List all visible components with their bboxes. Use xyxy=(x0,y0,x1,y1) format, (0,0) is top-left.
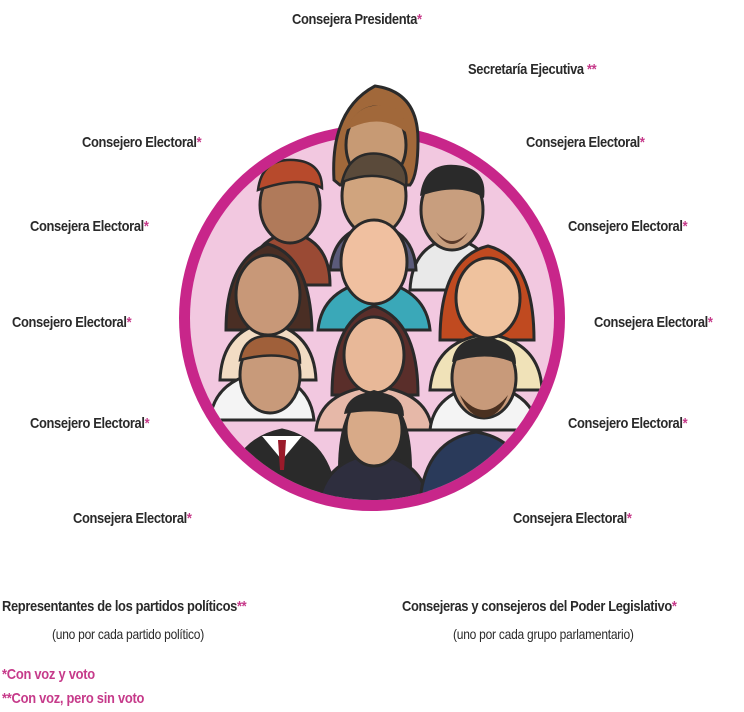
person-back-right xyxy=(408,164,498,292)
label-consejera-presidenta: Consejera Presidenta* xyxy=(292,11,422,28)
person-lower-right xyxy=(428,336,540,432)
legend-con-voz-sin-voto: **Con voz, pero sin voto xyxy=(2,690,145,707)
label-partidos-sub: (uno por cada partido político) xyxy=(52,626,204,642)
label-left-2: Consejera Electoral* xyxy=(30,218,149,235)
person-lower-left xyxy=(208,334,316,422)
label-right-2: Consejero Electoral* xyxy=(568,218,688,235)
label-poder-legislativo: Consejeras y consejeros del Poder Legisl… xyxy=(402,598,677,615)
label-right-5: Consejera Electoral* xyxy=(513,510,632,527)
label-representantes-partidos: Representantes de los partidos políticos… xyxy=(2,598,247,615)
person-front-center xyxy=(316,390,432,500)
label-left-4: Consejero Electoral* xyxy=(30,415,150,432)
label-left-5: Consejera Electoral* xyxy=(73,510,192,527)
label-right-4: Consejero Electoral* xyxy=(568,415,688,432)
label-legislativo-sub: (uno por cada grupo parlamentario) xyxy=(453,626,634,642)
label-left-1: Consejero Electoral* xyxy=(82,134,202,151)
label-left-3: Consejero Electoral* xyxy=(12,314,132,331)
label-right-3: Consejera Electoral* xyxy=(594,314,713,331)
label-secretaria-ejecutiva: Secretaría Ejecutiva ** xyxy=(468,61,597,78)
legend-con-voz-y-voto: *Con voz y voto xyxy=(2,666,95,683)
label-right-1: Consejera Electoral* xyxy=(526,134,645,151)
